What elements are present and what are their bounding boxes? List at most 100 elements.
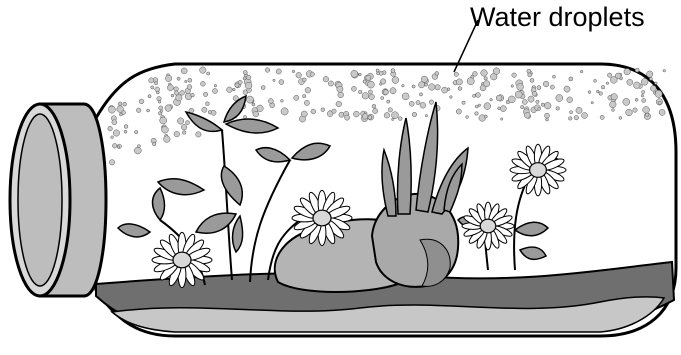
water-droplet [117, 106, 124, 113]
water-droplet [302, 78, 306, 82]
water-droplet [162, 126, 169, 133]
water-droplet [653, 92, 655, 94]
water-droplet [366, 75, 371, 80]
water-droplet [372, 104, 376, 108]
water-droplet [292, 70, 295, 73]
water-droplet [450, 96, 453, 99]
water-droplet [582, 113, 588, 119]
water-droplet [246, 75, 251, 80]
water-droplet [252, 103, 255, 106]
water-droplet [158, 100, 161, 103]
water-droplet [112, 144, 117, 149]
daisy-center [530, 163, 547, 178]
water-droplet [419, 93, 422, 96]
water-droplet [412, 112, 417, 117]
water-droplet [610, 77, 617, 84]
water-droplet [556, 95, 563, 102]
water-droplet [655, 90, 662, 97]
daisy-flower [510, 144, 566, 196]
water-droplet [139, 99, 144, 104]
water-droplet [484, 77, 487, 80]
water-droplet [538, 107, 541, 110]
water-droplet [402, 93, 409, 100]
water-droplet [650, 86, 656, 92]
water-droplet [570, 111, 573, 114]
water-droplet [200, 67, 206, 73]
water-droplet [294, 95, 299, 100]
water-droplet [481, 70, 488, 77]
water-droplet [556, 107, 560, 111]
water-droplet [429, 100, 433, 104]
water-droplet [594, 79, 597, 82]
water-droplet [345, 115, 350, 120]
water-droplets-label: Water droplets [470, 2, 645, 33]
water-droplet [243, 77, 246, 80]
water-droplet [362, 93, 369, 100]
water-droplet [134, 147, 141, 154]
water-droplet [137, 145, 140, 148]
water-droplet [649, 77, 652, 80]
water-droplet [635, 98, 638, 101]
water-droplet [521, 105, 524, 108]
water-droplet [580, 70, 583, 73]
water-droplet [176, 95, 182, 101]
water-droplet [351, 70, 358, 77]
water-droplet [546, 118, 549, 121]
water-droplet [402, 84, 405, 87]
water-droplet [111, 136, 114, 139]
water-droplet [435, 72, 439, 76]
water-droplet [512, 73, 517, 78]
water-droplet [261, 86, 265, 90]
water-droplet [416, 101, 420, 105]
water-droplet [655, 82, 658, 85]
water-droplet [160, 117, 167, 124]
water-droplet [383, 90, 388, 95]
water-droplet [171, 94, 174, 97]
water-droplet [135, 130, 138, 133]
water-droplet [165, 105, 172, 112]
water-droplet [576, 107, 582, 113]
water-droplet [201, 81, 206, 86]
water-droplet [148, 95, 151, 98]
water-droplet [420, 102, 426, 108]
water-droplet [568, 117, 572, 121]
water-droplet [296, 72, 302, 78]
water-droplet [517, 84, 524, 91]
water-droplet [181, 68, 187, 74]
water-droplet [159, 106, 163, 110]
water-droplet [476, 93, 481, 98]
water-droplet [552, 75, 555, 78]
water-droplet [425, 83, 428, 86]
water-droplet [524, 112, 530, 118]
daisy-flower [292, 190, 352, 245]
water-droplet [641, 94, 644, 97]
water-droplet [338, 92, 344, 98]
water-droplet [227, 87, 233, 93]
water-droplet [412, 85, 415, 88]
water-droplet [478, 104, 480, 106]
water-droplet [425, 115, 427, 117]
water-droplet [185, 80, 187, 82]
water-droplet [536, 100, 539, 103]
water-droplet [303, 94, 306, 97]
daisy-flower [462, 202, 514, 250]
water-droplet [392, 77, 399, 84]
water-droplet [301, 111, 307, 117]
water-droplet [339, 112, 344, 117]
water-droplet [351, 86, 356, 91]
water-droplet [108, 106, 115, 113]
water-droplet [530, 78, 534, 82]
water-droplet [177, 77, 180, 80]
water-droplet [388, 108, 392, 112]
water-droplet [214, 84, 217, 87]
water-droplet [164, 136, 171, 143]
water-droplet [600, 115, 604, 119]
water-droplet [623, 98, 630, 105]
water-droplet [419, 82, 425, 88]
water-droplet [569, 77, 573, 81]
water-droplet [113, 130, 119, 136]
water-droplet [574, 116, 578, 120]
water-droplet [442, 87, 448, 93]
water-droplet [311, 109, 316, 114]
